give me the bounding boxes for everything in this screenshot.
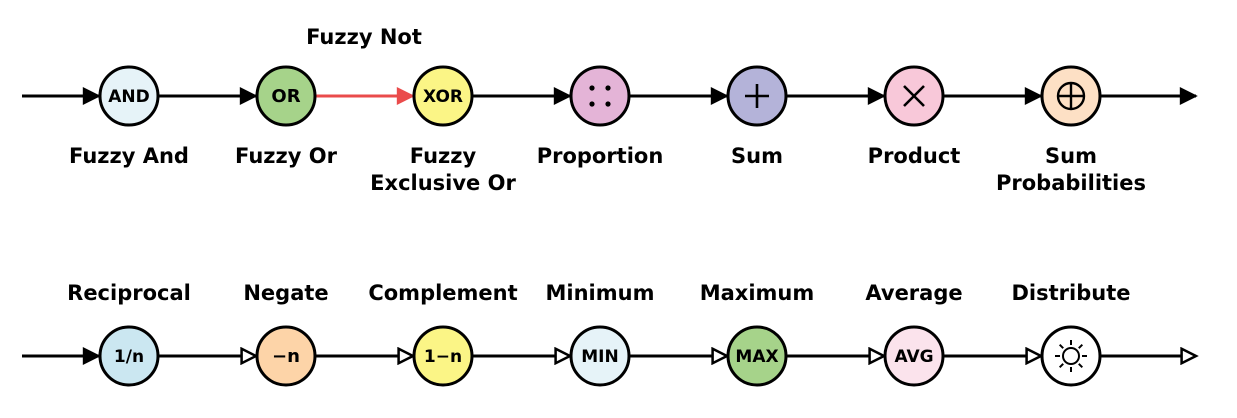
- node-dist: [1040, 325, 1102, 387]
- node-recip-symbol: 1/n: [114, 347, 144, 367]
- node-and-symbol: AND: [108, 87, 150, 107]
- node-min-label: Minimum: [545, 281, 655, 305]
- node-and: AND: [98, 65, 160, 127]
- plus-icon: [745, 84, 769, 108]
- node-or-label: Fuzzy Or: [235, 144, 337, 168]
- node-max-label: Maximum: [699, 281, 815, 305]
- node-avg-label: Average: [865, 281, 963, 305]
- node-sump: [1040, 65, 1102, 127]
- node-min-symbol: MIN: [581, 347, 618, 367]
- node-xor-symbol: XOR: [423, 87, 463, 107]
- proportion-icon: [589, 85, 611, 107]
- node-neg: −n: [255, 325, 317, 387]
- node-xor: XOR: [412, 65, 474, 127]
- node-min-circle: [569, 325, 631, 387]
- node-or: OR: [255, 65, 317, 127]
- node-max-circle: [726, 325, 788, 387]
- node-prod-label: Product: [867, 144, 961, 168]
- node-recip-circle: [98, 325, 160, 387]
- node-prod: [883, 65, 945, 127]
- sun-icon: [1055, 340, 1087, 372]
- node-avg-symbol: AVG: [894, 347, 933, 367]
- node-or-circle: [255, 65, 317, 127]
- node-dist-label: Distribute: [1011, 281, 1131, 305]
- node-recip-label: Reciprocal: [67, 281, 191, 305]
- node-and-circle: [98, 65, 160, 127]
- times-icon: [903, 85, 925, 107]
- node-avg: AVG: [883, 325, 945, 387]
- circled-plus-icon: [1056, 81, 1086, 111]
- node-avg-circle: [883, 325, 945, 387]
- node-xor-label: Fuzzy Exclusive Or: [370, 144, 516, 195]
- node-recip: 1/n: [98, 325, 160, 387]
- node-comp-label: Complement: [368, 281, 518, 305]
- node-neg-label: Negate: [243, 281, 329, 305]
- node-prop-circle: [569, 65, 631, 127]
- node-comp-circle: [412, 325, 474, 387]
- node-comp: 1−n: [412, 325, 474, 387]
- node-or-symbol: OR: [271, 86, 300, 107]
- row2-nodes: 1/n −n 1−n MIN MAX AVG: [98, 325, 1102, 387]
- node-neg-symbol: −n: [272, 346, 300, 367]
- node-sum-label: Sum: [731, 144, 783, 168]
- node-min: MIN: [569, 325, 631, 387]
- node-prop-label: Proportion: [536, 144, 664, 168]
- node-prop: [569, 65, 631, 127]
- node-sump-label: Sum Probabilities: [996, 144, 1146, 195]
- node-and-label: Fuzzy And: [69, 144, 189, 168]
- node-max-symbol: MAX: [735, 347, 778, 367]
- fuzzy-not-edge-label: Fuzzy Not: [306, 25, 422, 49]
- row1-nodes: AND OR XOR: [98, 65, 1102, 127]
- node-max: MAX: [726, 325, 788, 387]
- node-sum: [726, 65, 788, 127]
- node-xor-circle: [412, 65, 474, 127]
- node-comp-symbol: 1−n: [424, 347, 462, 367]
- node-neg-circle: [255, 325, 317, 387]
- node-dist-circle: [1040, 325, 1102, 387]
